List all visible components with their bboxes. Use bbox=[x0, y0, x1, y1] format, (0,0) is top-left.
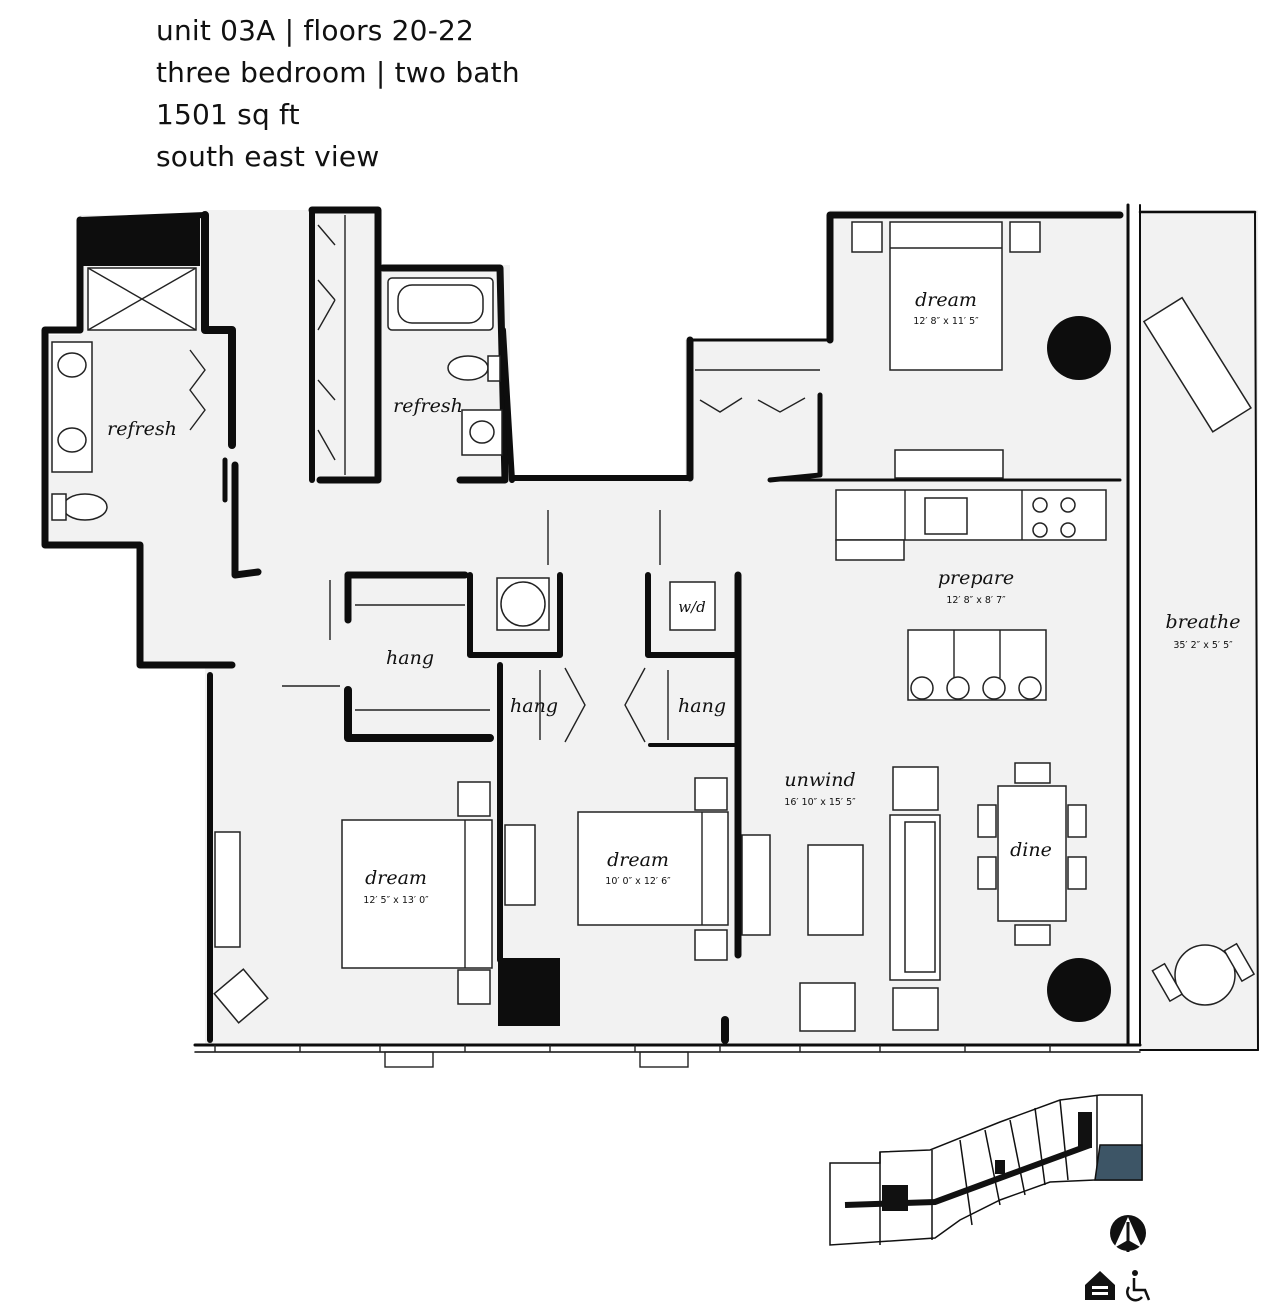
room-unwind-dim: 16′ 10″ x 15′ 5″ bbox=[784, 797, 856, 808]
room-dream-master: dream bbox=[915, 289, 977, 311]
room-dream-mid-dim: 10′ 0″ x 12′ 6″ bbox=[605, 876, 671, 887]
unit-view: south east view bbox=[156, 140, 380, 173]
window-mullions bbox=[214, 1045, 1051, 1068]
unit-area: 1501 sq ft bbox=[156, 98, 300, 131]
north-arrow-icon bbox=[1110, 1215, 1146, 1252]
room-unwind: unwind bbox=[784, 769, 855, 791]
room-dream-mid: dream bbox=[607, 849, 669, 871]
room-breathe: breathe bbox=[1166, 611, 1241, 633]
left-bedroom-furniture bbox=[213, 781, 536, 1024]
room-labels: refresh refresh dream 12′ 8″ x 11′ 5″ pr… bbox=[107, 289, 1240, 906]
mid-bath-fixtures bbox=[387, 277, 503, 456]
room-prepare-dim: 12′ 8″ x 8′ 7″ bbox=[946, 595, 1006, 606]
closet-column-doors bbox=[317, 215, 346, 475]
room-dream-left: dream bbox=[365, 867, 427, 889]
structural-columns bbox=[80, 218, 1111, 1026]
room-hang-2: hang bbox=[510, 695, 558, 717]
master-bed bbox=[851, 221, 1041, 479]
living-furniture bbox=[799, 766, 941, 1032]
room-wd: w/d bbox=[678, 598, 706, 616]
walls bbox=[41, 203, 1259, 1053]
balcony-furniture bbox=[1142, 296, 1256, 1006]
kitchen-counter bbox=[835, 489, 1107, 561]
room-dream-master-dim: 12′ 8″ x 11′ 5″ bbox=[913, 316, 979, 327]
room-hang-1: hang bbox=[386, 647, 434, 669]
room-hang-3: hang bbox=[678, 695, 726, 717]
hang-closet-fixtures bbox=[282, 580, 669, 743]
unit-bed-bath: three bedroom | two bath bbox=[156, 56, 520, 89]
key-plan bbox=[829, 1094, 1143, 1246]
room-dream-left-dim: 12′ 5″ x 13′ 0″ bbox=[363, 895, 429, 906]
equal-housing-icon bbox=[1085, 1271, 1115, 1300]
room-refresh-mid: refresh bbox=[393, 395, 463, 417]
room-dine: dine bbox=[1010, 839, 1052, 861]
room-breathe-dim: 35′ 2″ x 5′ 5″ bbox=[1173, 640, 1233, 651]
kitchen-island bbox=[907, 629, 1047, 701]
accessibility-icon bbox=[1126, 1270, 1151, 1302]
room-prepare: prepare bbox=[938, 567, 1014, 589]
unit-title: unit 03A | floors 20-22 bbox=[156, 14, 475, 47]
master-closet-doors bbox=[695, 369, 820, 413]
key-plan-unit-highlight bbox=[1094, 1144, 1143, 1181]
unit-header: unit 03A | floors 20-22 three bedroom | … bbox=[156, 10, 520, 178]
laundry-fixtures bbox=[496, 510, 716, 631]
dining-set bbox=[977, 762, 1087, 946]
room-refresh-left: refresh bbox=[107, 418, 177, 440]
left-bath-fixtures bbox=[51, 267, 206, 521]
mid-bedroom-furniture bbox=[577, 777, 771, 961]
